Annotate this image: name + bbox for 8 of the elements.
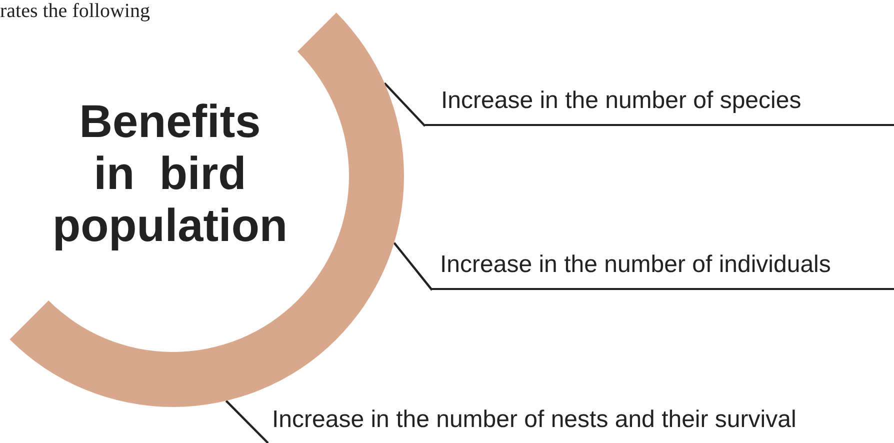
leader-line: [393, 242, 433, 291]
cut-off-text: rates the following: [0, 0, 150, 22]
benefit-text: Increase in the number of individuals: [440, 250, 831, 280]
leader-line: [384, 82, 426, 127]
benefit-text: Increase in the number of species: [441, 86, 802, 116]
benefit-text: Increase in the number of nests and their survival: [272, 405, 796, 435]
leader-line: [225, 400, 269, 443]
heading: Benefits in bird population: [51, 95, 289, 251]
